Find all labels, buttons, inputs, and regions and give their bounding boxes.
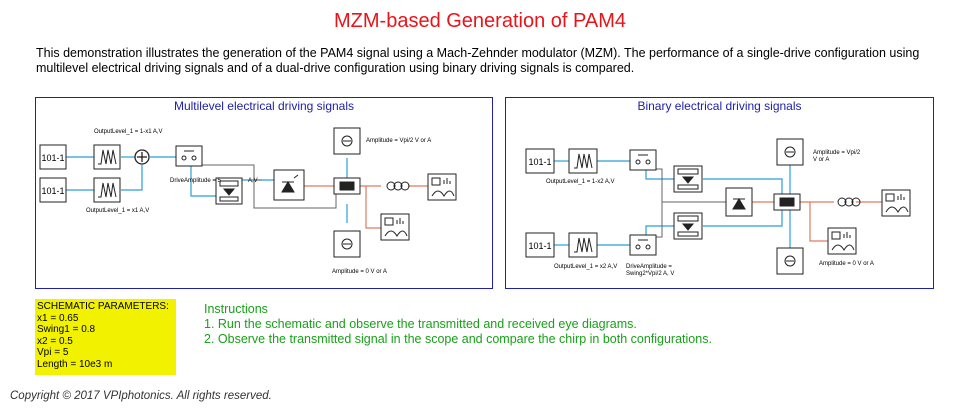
parameter-line: Swing1 = 0.8 xyxy=(37,324,96,335)
parameter-line: x2 = 0.5 xyxy=(37,335,73,347)
panel-title-binary: Binary electrical driving signals xyxy=(637,99,802,113)
panel-title-multilevel: Multilevel electrical driving signals xyxy=(173,99,355,113)
parameter-line: Length = 10e3 m xyxy=(37,358,113,370)
page-title: MZM-based Generation of PAM4 xyxy=(334,10,626,32)
pulse-shaper-2 xyxy=(93,177,121,203)
parameter-line: x1 = 0.65 xyxy=(37,312,79,324)
laser-source-2 xyxy=(725,187,753,217)
adder-icon xyxy=(134,149,150,165)
output-level-label-2: OutputLevel_1 = x1 A,V xyxy=(86,208,149,214)
drive-unit-label: A,V xyxy=(248,178,258,184)
instruction-step: 1. Run the schematic and observe the tra… xyxy=(204,317,637,331)
instructions-heading: Instructions xyxy=(204,302,268,316)
received-eye-scope-2 xyxy=(881,189,911,217)
multilevel-schematic: 101-1 101-1 xyxy=(39,127,457,275)
mzm-modulator xyxy=(333,177,361,195)
electrical-splitter-2 xyxy=(629,234,657,256)
prbs-label-2: 101-1 xyxy=(41,186,64,196)
instruction-step: 2. Observe the transmitted signal in the… xyxy=(204,332,712,346)
output-level-label-3: OutputLevel_1 = 1-x2 A,V xyxy=(546,179,615,185)
prbs-source-1: 101-1 xyxy=(39,144,67,170)
instructions: Instructions 1. Run the schematic and ob… xyxy=(204,302,712,347)
fiber-icon-2 xyxy=(837,197,861,207)
schematic-parameters: SCHEMATIC PARAMETERS: x1 = 0.65 Swing1 =… xyxy=(35,299,176,375)
electrical-splitter-1 xyxy=(629,149,657,171)
dc-source-bottom-2 xyxy=(776,247,804,275)
electrical-splitter xyxy=(175,145,203,167)
prbs-label-4: 101-1 xyxy=(528,241,551,251)
transmitted-eye-scope-2 xyxy=(827,227,857,255)
output-level-label-1: OutputLevel_1 = 1-x1 A,V xyxy=(94,129,163,135)
amplitude-bottom-label: Amplitude = 0 V or A xyxy=(332,269,387,275)
fiber-icon xyxy=(386,181,410,191)
mzm-driver xyxy=(215,177,243,205)
pulse-shaper-3 xyxy=(568,148,598,174)
dual-drive-mzm xyxy=(773,193,801,211)
pulse-shaper-1 xyxy=(93,144,121,170)
drive-amplitude-label: DriveAmplitude = 5 xyxy=(170,178,222,184)
transmitted-eye-scope xyxy=(380,213,410,241)
multilevel-schematic-panel[interactable]: Multilevel electrical driving signals xyxy=(35,97,493,289)
amplitude-top-label-2a: Amplitude = Vpi/2 xyxy=(813,150,861,156)
prbs-source-3: 101-1 xyxy=(525,148,555,174)
dc-source-top-2 xyxy=(776,138,804,166)
binary-schematic: 101-1 101-1 xyxy=(525,138,911,277)
parameter-line: Vpi = 5 xyxy=(37,347,69,358)
dc-source-top xyxy=(333,127,361,155)
description: This demonstration illustrates the gener… xyxy=(36,46,920,75)
prbs-source-2: 101-1 xyxy=(39,177,67,203)
received-eye-scope xyxy=(427,173,457,201)
laser-source xyxy=(273,169,305,201)
mzm-driver-1 xyxy=(673,165,703,193)
prbs-source-4: 101-1 xyxy=(525,232,555,258)
amplitude-top-label-2b: V or A xyxy=(813,157,829,163)
drive-amplitude-label-2b: Swing2*Vpi/2 A, V xyxy=(626,271,674,277)
amplitude-bottom-label-2: Amplitude = 0 V or A xyxy=(819,261,874,267)
binary-schematic-panel[interactable]: Binary electrical driving signals 101 xyxy=(505,97,934,289)
output-level-label-4: OutputLevel_1 = x2 A,V xyxy=(554,264,617,270)
prbs-label-3: 101-1 xyxy=(528,157,551,167)
amplitude-top-label: Amplitude = Vpi/2 V or A xyxy=(366,138,431,144)
drive-amplitude-label-2a: DriveAmplitude = xyxy=(626,264,672,270)
dc-source-bottom xyxy=(333,230,361,258)
prbs-label-1: 101-1 xyxy=(41,153,64,163)
pulse-shaper-4 xyxy=(568,232,598,258)
copyright: Copyright © 2017 VPIphotonics. All right… xyxy=(10,390,272,402)
parameters-heading: SCHEMATIC PARAMETERS: xyxy=(37,301,169,312)
mzm-driver-2 xyxy=(673,212,703,240)
